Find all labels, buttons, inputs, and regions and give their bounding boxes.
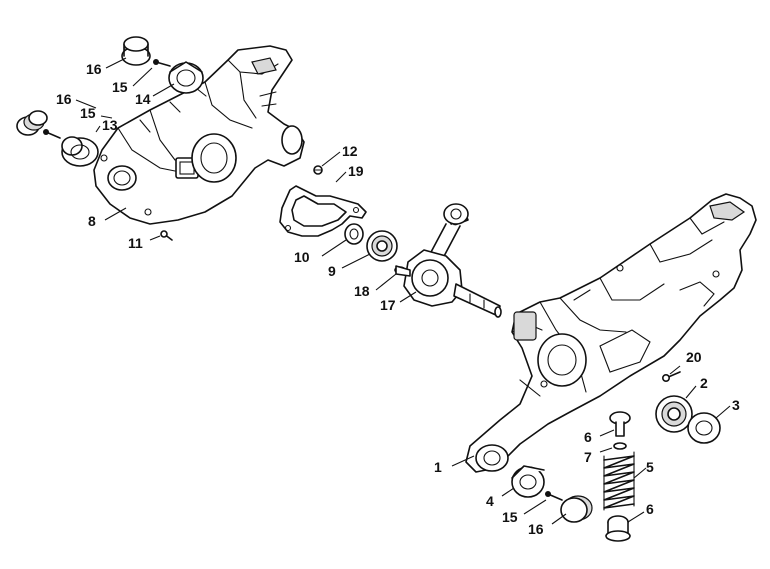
callout-6-upper: 6 xyxy=(584,429,592,445)
leader-lines xyxy=(75,57,731,525)
plug-upper xyxy=(609,411,631,437)
callout-1: 1 xyxy=(434,459,442,475)
callout-7: 7 xyxy=(584,449,592,465)
callout-16-upper: 16 xyxy=(86,61,102,77)
oil-seal-3 xyxy=(687,412,721,444)
ball-bearing-2 xyxy=(655,395,693,433)
callout-10: 10 xyxy=(294,249,310,265)
oil-seal-10 xyxy=(344,223,364,245)
annular-buffer-lower xyxy=(511,465,545,498)
callout-8: 8 xyxy=(88,213,96,229)
callout-18: 18 xyxy=(354,283,370,299)
screw-20 xyxy=(661,371,681,382)
callout-15-lower: 15 xyxy=(502,509,518,525)
callout-20: 20 xyxy=(686,349,702,365)
plug-lower xyxy=(605,515,631,542)
callout-12: 12 xyxy=(342,143,358,159)
callout-3: 3 xyxy=(732,397,740,413)
callout-17: 17 xyxy=(380,297,396,313)
screw-12 xyxy=(313,165,323,175)
cap-16-lower xyxy=(560,495,593,523)
washer-7 xyxy=(613,442,627,450)
gasket xyxy=(279,185,367,237)
callout-11: 11 xyxy=(128,235,143,251)
crankshaft xyxy=(395,203,502,318)
callout-9: 9 xyxy=(328,263,336,279)
callout-14: 14 xyxy=(135,91,151,107)
callout-15-upper: 15 xyxy=(112,79,128,95)
callout-16-lower: 16 xyxy=(528,521,544,537)
compression-spring xyxy=(603,451,635,511)
callout-16-left: 16 xyxy=(56,91,72,107)
callout-6-lower: 6 xyxy=(646,501,654,517)
callout-2: 2 xyxy=(700,375,708,391)
screw-15-lower xyxy=(545,491,563,501)
callout-4: 4 xyxy=(486,493,494,509)
crankcase-half-left xyxy=(93,45,305,225)
annular-buffer-left xyxy=(16,110,99,167)
callout-5: 5 xyxy=(646,459,654,475)
annular-buffer-upper xyxy=(121,36,204,94)
callout-13: 13 xyxy=(102,117,118,133)
screw-11 xyxy=(160,230,173,241)
crankcase-half-right xyxy=(465,193,757,473)
callout-15-left: 15 xyxy=(80,105,96,121)
callout-19: 19 xyxy=(348,163,364,179)
callout-labels: 1 2 3 4 5 6 6 7 8 9 10 11 12 13 14 15 15… xyxy=(56,61,740,537)
ball-bearing-9 xyxy=(366,230,398,262)
